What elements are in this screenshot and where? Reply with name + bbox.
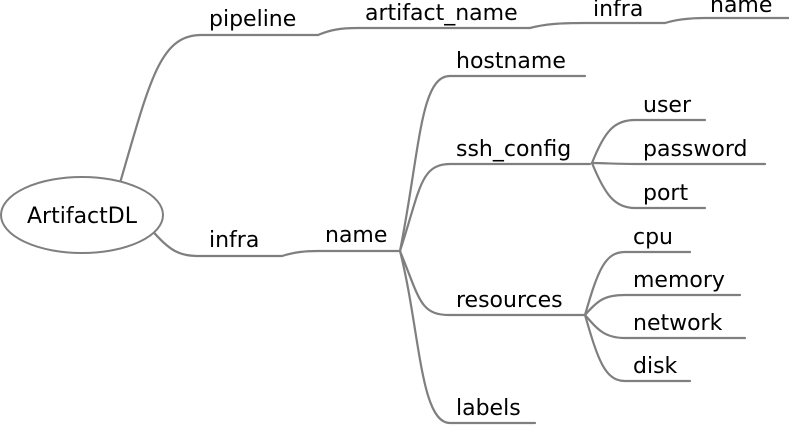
edge-res-disk	[583, 313, 692, 383]
node-labels-item[interactable]: labels	[456, 396, 521, 421]
edge-name-resources	[398, 249, 587, 317]
node-artifact-infra[interactable]: infra	[593, 0, 643, 22]
edge-pipeline-artifact-name	[316, 26, 532, 37]
node-res-disk[interactable]: disk	[633, 354, 678, 379]
edge-infra-name	[280, 249, 402, 258]
edge-res-cpu	[583, 250, 692, 317]
edge-root-pipeline	[118, 33, 320, 185]
edge-name-hostname	[398, 74, 587, 253]
node-artifact-name[interactable]: artifact_name	[365, 1, 518, 26]
node-resources[interactable]: resources	[456, 288, 563, 313]
node-infra[interactable]: infra	[209, 228, 259, 253]
edge-res-memory	[583, 293, 742, 317]
node-res-cpu[interactable]: cpu	[633, 225, 673, 250]
edge-root-infra	[148, 226, 284, 258]
node-res-network[interactable]: network	[633, 311, 723, 336]
root-label: ArtifactDL	[27, 204, 138, 229]
edge-name-ssh-config	[398, 162, 592, 253]
edge-infra-name-top	[663, 16, 789, 25]
node-labels: pipeline artifact_name infra name infra …	[209, 0, 772, 421]
edge-res-network	[583, 313, 747, 340]
node-pipeline[interactable]: pipeline	[209, 7, 296, 32]
edge-artifact-name-infra	[528, 21, 667, 30]
root-node[interactable]: ArtifactDL	[0, 176, 164, 254]
root-ellipse	[0, 176, 164, 254]
edge-ssh-user	[590, 118, 707, 165]
node-infra-name[interactable]: name	[325, 223, 387, 248]
node-hostname[interactable]: hostname	[456, 49, 566, 74]
node-ssh-port[interactable]: port	[643, 181, 688, 206]
edge-ssh-port	[590, 161, 707, 210]
edge-ssh-password	[590, 161, 767, 166]
node-ssh-config[interactable]: ssh_config	[456, 137, 571, 162]
edge-name-labels	[398, 249, 537, 425]
node-artifact-infra-name[interactable]: name	[710, 0, 772, 18]
node-ssh-password[interactable]: password	[643, 137, 747, 162]
connectors	[118, 16, 789, 425]
node-ssh-user[interactable]: user	[643, 93, 692, 118]
node-res-memory[interactable]: memory	[633, 268, 725, 293]
